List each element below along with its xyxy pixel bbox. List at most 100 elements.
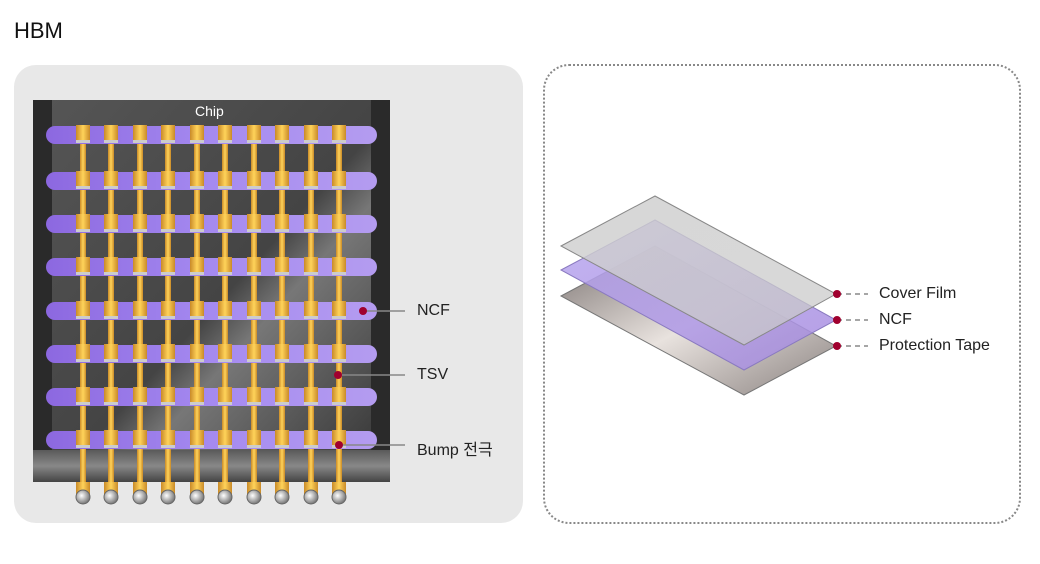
bump-electrode (161, 344, 175, 360)
bump-electrode (332, 430, 346, 446)
bump-electrode (304, 430, 318, 446)
solder-ball (274, 489, 290, 505)
protection-tape-marker-dot (833, 342, 841, 350)
bump-electrode (161, 214, 175, 230)
bump-electrode (275, 257, 289, 273)
bump-electrode (133, 257, 147, 273)
bump-electrode (304, 257, 318, 273)
solder-ball (331, 489, 347, 505)
bump-electrode (190, 214, 204, 230)
bump-electrode (76, 301, 90, 317)
bump-electrode (104, 430, 118, 446)
bump-electrode (76, 344, 90, 360)
ncf-film-marker-dot (833, 316, 841, 324)
ncf-layer-bar (46, 126, 377, 144)
bump-electrode (190, 125, 204, 141)
bump-electrode (304, 387, 318, 403)
bump-electrode (275, 344, 289, 360)
bump-electrode (275, 430, 289, 446)
bump-electrode (247, 125, 261, 141)
bump-electrode (304, 171, 318, 187)
bump-electrode (76, 257, 90, 273)
page-title: HBM (14, 18, 63, 43)
bump-electrode (247, 387, 261, 403)
chip-stack-illustration (33, 100, 390, 505)
ncf-marker-dot (359, 307, 367, 315)
bump-electrode (332, 344, 346, 360)
ncf-layer-bar (46, 302, 377, 320)
ncf-layer-bar (46, 431, 377, 449)
solder-ball (132, 489, 148, 505)
bump-electrode (133, 344, 147, 360)
bump-electrode (247, 430, 261, 446)
bump-electrode (76, 387, 90, 403)
bump-electrode (161, 125, 175, 141)
bump-electrode (161, 171, 175, 187)
ncf-layer-bar (46, 345, 377, 363)
bump-electrode (218, 301, 232, 317)
tsv-marker-dot (334, 371, 342, 379)
bump-electrode (190, 171, 204, 187)
bump-electrode (275, 171, 289, 187)
bump-marker-dot (335, 441, 343, 449)
bump-electrode (133, 430, 147, 446)
bump-electrode (304, 301, 318, 317)
ncf-film-label: NCF (879, 311, 912, 328)
bump-electrode (190, 344, 204, 360)
bump-electrode (190, 301, 204, 317)
ncf-layer-bar (46, 388, 377, 406)
tsv-label: TSV (417, 366, 449, 383)
bump-electrode (133, 214, 147, 230)
bump-electrode (104, 171, 118, 187)
bump-electrode (332, 387, 346, 403)
bump-electrode (76, 430, 90, 446)
bump-electrode (332, 301, 346, 317)
solder-ball (75, 489, 91, 505)
bump-electrode (218, 214, 232, 230)
bump-label: Bump 전극 (417, 442, 493, 459)
bump-electrode (218, 430, 232, 446)
film-layers-illustration (559, 195, 838, 396)
bump-electrode (218, 387, 232, 403)
bump-electrode (104, 125, 118, 141)
bump-electrode (275, 214, 289, 230)
ncf-layer-bar (46, 258, 377, 276)
leader-lines (338, 293, 868, 446)
bump-electrode (218, 125, 232, 141)
substrate (33, 450, 390, 482)
solder-ball (246, 489, 262, 505)
bump-electrode (304, 344, 318, 360)
solder-ball (303, 489, 319, 505)
bump-electrode (76, 171, 90, 187)
bump-electrode (275, 125, 289, 141)
bump-electrode (161, 387, 175, 403)
bump-electrode (218, 171, 232, 187)
bump-electrode (133, 125, 147, 141)
bump-electrode (275, 387, 289, 403)
bump-electrode (76, 214, 90, 230)
bump-electrode (190, 257, 204, 273)
chip-label: Chip (195, 103, 224, 119)
bump-electrode (104, 387, 118, 403)
ncf-layer-bar (46, 215, 377, 233)
ncf-layer-bar (46, 172, 377, 190)
bump-electrode (161, 301, 175, 317)
bump-electrode (304, 125, 318, 141)
bump-electrode (332, 257, 346, 273)
bump-electrode (332, 171, 346, 187)
bump-electrode (76, 125, 90, 141)
bump-electrode (247, 171, 261, 187)
bump-electrode (304, 214, 318, 230)
bump-electrode (247, 301, 261, 317)
bump-electrode (332, 214, 346, 230)
bump-electrode (190, 430, 204, 446)
ncf-label: NCF (417, 302, 450, 319)
solder-ball (189, 489, 205, 505)
bump-electrode (104, 344, 118, 360)
bump-electrode (133, 171, 147, 187)
bump-electrode (275, 301, 289, 317)
protection-tape-label: Protection Tape (879, 337, 990, 354)
bump-electrode (332, 125, 346, 141)
bump-electrode (104, 257, 118, 273)
